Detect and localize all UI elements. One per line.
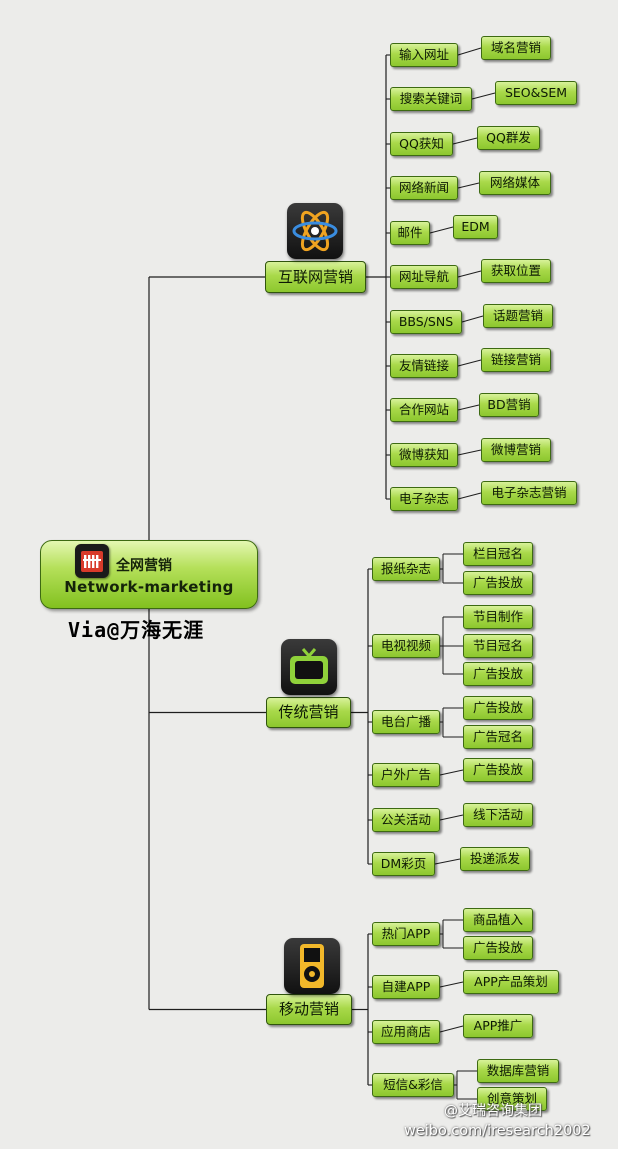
branch-node: 电视视频 [372,634,440,658]
category-node: 互联网营销 [265,261,366,293]
connector-line [457,359,482,367]
root-node: 全网营销 Network-marketing [40,540,258,609]
connector-line [457,449,482,456]
branch-node: 搜索关键词 [390,87,472,111]
leaf-node: 节目冠名 [463,634,533,658]
connector-line [434,858,461,865]
branch-node: 电台广播 [372,710,440,734]
author-credit: Via@万海无涯 [68,618,205,642]
root-title: 全网营销 [116,558,172,574]
leaf-node: 域名营销 [481,36,551,60]
leaf-node: 创意策划 [477,1087,547,1111]
leaf-node: 话题营销 [483,304,553,328]
connector-line [457,47,482,56]
category-node: 移动营销 [266,994,352,1025]
branch-node: 短信&彩信 [372,1073,454,1097]
branch-node: 公关活动 [372,808,440,832]
branch-node: 户外广告 [372,763,440,787]
category-node: 传统营销 [266,697,351,728]
leaf-node: 广告投放 [463,571,533,595]
connector-line [452,137,478,145]
branch-node: 应用商店 [372,1020,440,1044]
connector-line [439,814,464,821]
leaf-node: 链接营销 [481,348,551,372]
branch-node: 电子杂志 [390,487,458,511]
leaf-node: APP推广 [463,1014,533,1038]
branch-node: QQ获知 [390,132,453,156]
leaf-node: 网络媒体 [479,171,551,195]
connector-line [429,226,454,234]
connector-line [457,182,480,189]
connector-line [457,404,480,411]
branch-node: 网址导航 [390,265,458,289]
branch-node: 合作网站 [390,398,458,422]
branch-node: DM彩页 [372,852,435,876]
leaf-node: 广告投放 [463,936,533,960]
leaf-node: 广告投放 [463,662,533,686]
branch-node: 输入网址 [390,43,458,67]
leaf-node: EDM [453,215,498,239]
connector-line [439,769,464,776]
leaf-node: 栏目冠名 [463,542,533,566]
watermark-handle: @艾瑞咨询集团 [444,1103,542,1119]
atom-icon [287,203,343,259]
leaf-node: 线下活动 [463,803,533,827]
leaf-node: BD营销 [479,393,539,417]
tv-icon [281,639,337,695]
connector-line [439,1025,464,1033]
leaf-node: SEO&SEM [495,81,577,105]
branch-node: 报纸杂志 [372,557,440,581]
leaf-node: QQ群发 [477,126,540,150]
music-player-icon [284,938,340,994]
connector-line [461,315,484,323]
grid-app-icon [75,544,109,578]
leaf-node: 广告投放 [463,758,533,782]
leaf-node: APP产品策划 [463,970,559,994]
leaf-node: 电子杂志营销 [481,481,577,505]
branch-node: 邮件 [390,221,430,245]
branch-node: 网络新闻 [390,176,458,200]
leaf-node: 广告冠名 [463,725,533,749]
root-subtitle: Network-marketing [64,578,234,596]
leaf-node: 数据库营销 [477,1059,559,1083]
leaf-node: 商品植入 [463,908,533,932]
leaf-node: 微博营销 [481,438,551,462]
connector-line [457,270,482,278]
leaf-node: 广告投放 [463,696,533,720]
leaf-node: 投递派发 [460,847,530,871]
branch-node: 微博获知 [390,443,458,467]
connector-line [457,492,482,500]
leaf-node: 获取位置 [481,259,551,283]
branch-node: 自建APP [372,975,440,999]
leaf-node: 节目制作 [463,605,533,629]
connector-line [439,981,464,988]
connector-line [471,92,496,100]
branch-node: 友情链接 [390,354,458,378]
watermark-url: weibo.com/iresearch2002 [404,1123,591,1139]
branch-node: 热门APP [372,922,440,946]
branch-node: BBS/SNS [390,310,462,334]
